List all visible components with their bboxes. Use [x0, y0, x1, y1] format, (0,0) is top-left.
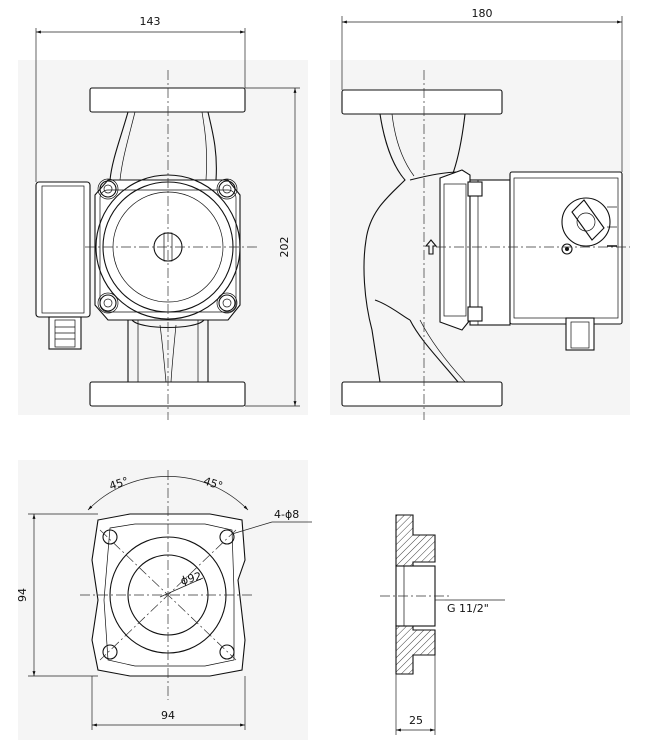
terminal-box	[35, 181, 91, 318]
flange-width-label: 94	[161, 709, 175, 722]
speed-selector-knob	[561, 197, 611, 247]
section-width-label: 25	[409, 714, 423, 727]
flange-height-dimension: 94	[16, 513, 98, 677]
flange-view: 45° 45° ϕ92 4-ϕ8	[80, 470, 312, 700]
angle-right-label: 45°	[202, 474, 225, 492]
front-width-label: 143	[140, 15, 161, 28]
side-top-flange	[341, 89, 503, 115]
section-width-dimension: 25	[395, 655, 436, 735]
side-width-label: 180	[472, 7, 493, 20]
indicator-dot	[561, 243, 573, 255]
flange-width-dimension: 94	[91, 676, 246, 730]
side-view	[341, 70, 630, 420]
thread-note-label: G 11/2"	[447, 602, 489, 615]
front-corner-bolts	[97, 178, 238, 314]
bore-dim-label: ϕ92	[179, 570, 203, 588]
front-height-dimension: 202	[245, 87, 300, 407]
section-view: G 11/2"	[380, 514, 505, 675]
front-width-dimension: 143	[35, 15, 246, 182]
flange-bolt-holes	[102, 529, 235, 660]
front-bottom-flange	[89, 381, 246, 407]
section-lower-wall	[395, 625, 436, 675]
section-upper-wall	[395, 514, 436, 567]
pump-volute	[363, 113, 406, 383]
flow-arrow-icon	[424, 239, 438, 255]
flange-height-label: 94	[16, 588, 29, 602]
side-bottom-flange	[341, 381, 503, 407]
side-width-dimension: 180	[341, 7, 623, 172]
front-height-label: 202	[278, 237, 291, 258]
angle-left-label: 45°	[108, 474, 131, 492]
holes-note-label: 4-ϕ8	[274, 508, 299, 521]
front-view	[35, 70, 258, 420]
side-plug	[565, 317, 595, 351]
motor-housing	[94, 179, 241, 321]
front-top-flange	[89, 87, 246, 113]
